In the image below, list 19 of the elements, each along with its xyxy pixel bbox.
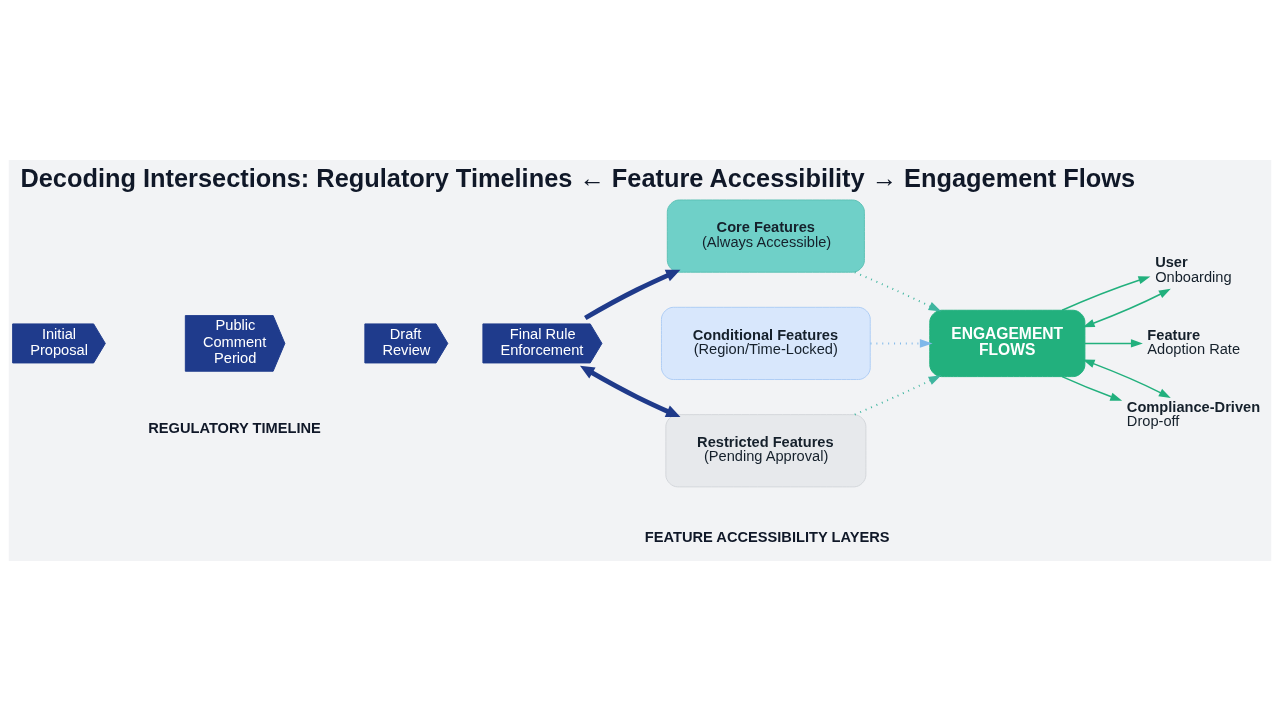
node-text: Feature Adoption Rate — [1147, 326, 1241, 357]
arrow — [584, 269, 681, 320]
node-box: Core Features (Always Accessible) — [666, 199, 865, 273]
arrow — [853, 374, 942, 415]
node-box: Conditional Features (Region/Time-Locked) — [660, 306, 871, 380]
arrow — [1061, 275, 1151, 311]
arrow — [853, 270, 942, 311]
label: FEATURE ACCESSIBILITY LAYERS — [644, 528, 890, 545]
node-text: Compliance-Driven Drop-off — [1126, 398, 1261, 429]
node-text: User Onboarding — [1155, 253, 1232, 285]
arrow — [1082, 359, 1171, 398]
arrow — [580, 365, 681, 417]
diagram-title: Decoding Intersections: Regulatory Timelines ← Feature Accessibility → Engagement Flows — [20, 163, 1136, 192]
label: REGULATORY TIMELINE — [148, 419, 321, 436]
arrow — [1061, 375, 1123, 401]
arrow — [1082, 288, 1171, 327]
arrow — [1084, 338, 1143, 348]
node-box: Restricted Features (Pending Approval) — [665, 413, 867, 487]
node-box: ENGAGEMENT FLOWS — [929, 309, 1086, 377]
